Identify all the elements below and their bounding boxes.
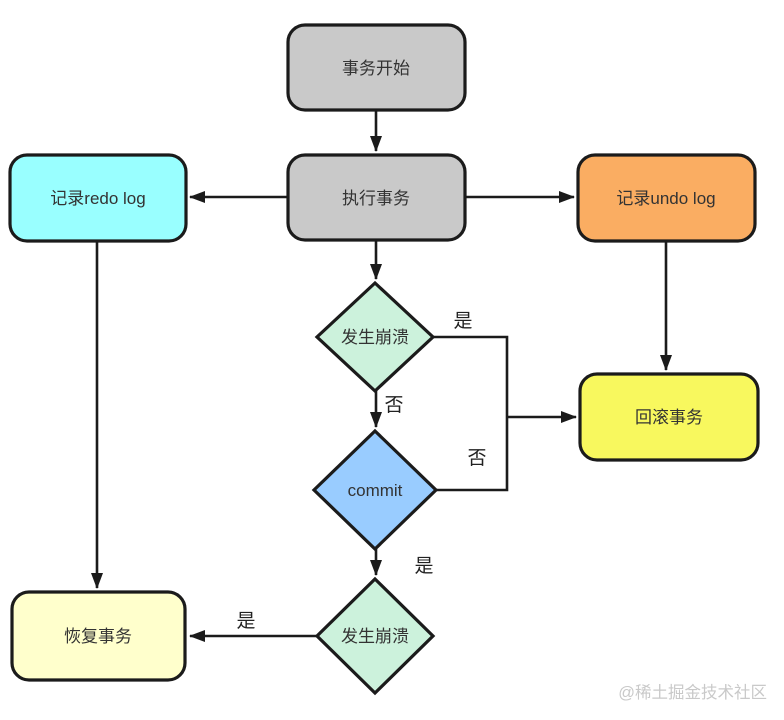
edge-label-commit-no: 否 <box>467 448 486 469</box>
node-undo-log: 记录undo log <box>576 153 757 243</box>
node-recover-label: 恢复事务 <box>64 627 132 646</box>
node-start: 事务开始 <box>286 23 467 112</box>
node-rollback-label: 回滚事务 <box>635 408 703 427</box>
edge-label-crash2-yes: 是 <box>236 611 255 632</box>
node-commit-label: commit <box>348 481 403 500</box>
node-redo-log-shape <box>8 153 188 243</box>
node-start-label: 事务开始 <box>342 59 410 78</box>
edge-junction-crash1-commit <box>433 335 509 492</box>
node-recover: 恢复事务 <box>10 590 187 682</box>
edge-label-crash1-yes: 是 <box>453 311 472 332</box>
node-recover-shape <box>10 590 187 682</box>
node-redo-log-label: 记录redo log <box>50 189 145 208</box>
node-crash-check-1: 发生崩溃 <box>314 280 436 394</box>
node-undo-log-shape <box>576 153 757 243</box>
watermark-text: @稀土掘金技术社区 <box>618 683 767 702</box>
node-commit: commit <box>311 428 439 552</box>
node-redo-log: 记录redo log <box>8 153 188 243</box>
node-crash-check-2-shape <box>314 576 436 696</box>
node-rollback-shape <box>578 372 760 462</box>
node-execute-shape <box>286 153 467 242</box>
node-rollback: 回滚事务 <box>578 372 760 462</box>
edge-label-crash1-no: 否 <box>384 395 403 416</box>
node-crash-check-2-label: 发生崩溃 <box>341 627 409 646</box>
node-undo-log-label: 记录undo log <box>616 189 715 208</box>
node-start-shape <box>286 23 467 112</box>
node-execute: 执行事务 <box>286 153 467 242</box>
node-crash-check-1-label: 发生崩溃 <box>341 328 409 347</box>
node-execute-label: 执行事务 <box>342 189 410 208</box>
node-crash-check-1-shape <box>314 280 436 394</box>
node-commit-shape <box>311 428 439 552</box>
node-crash-check-2: 发生崩溃 <box>314 576 436 696</box>
edge-label-commit-yes: 是 <box>414 556 433 577</box>
